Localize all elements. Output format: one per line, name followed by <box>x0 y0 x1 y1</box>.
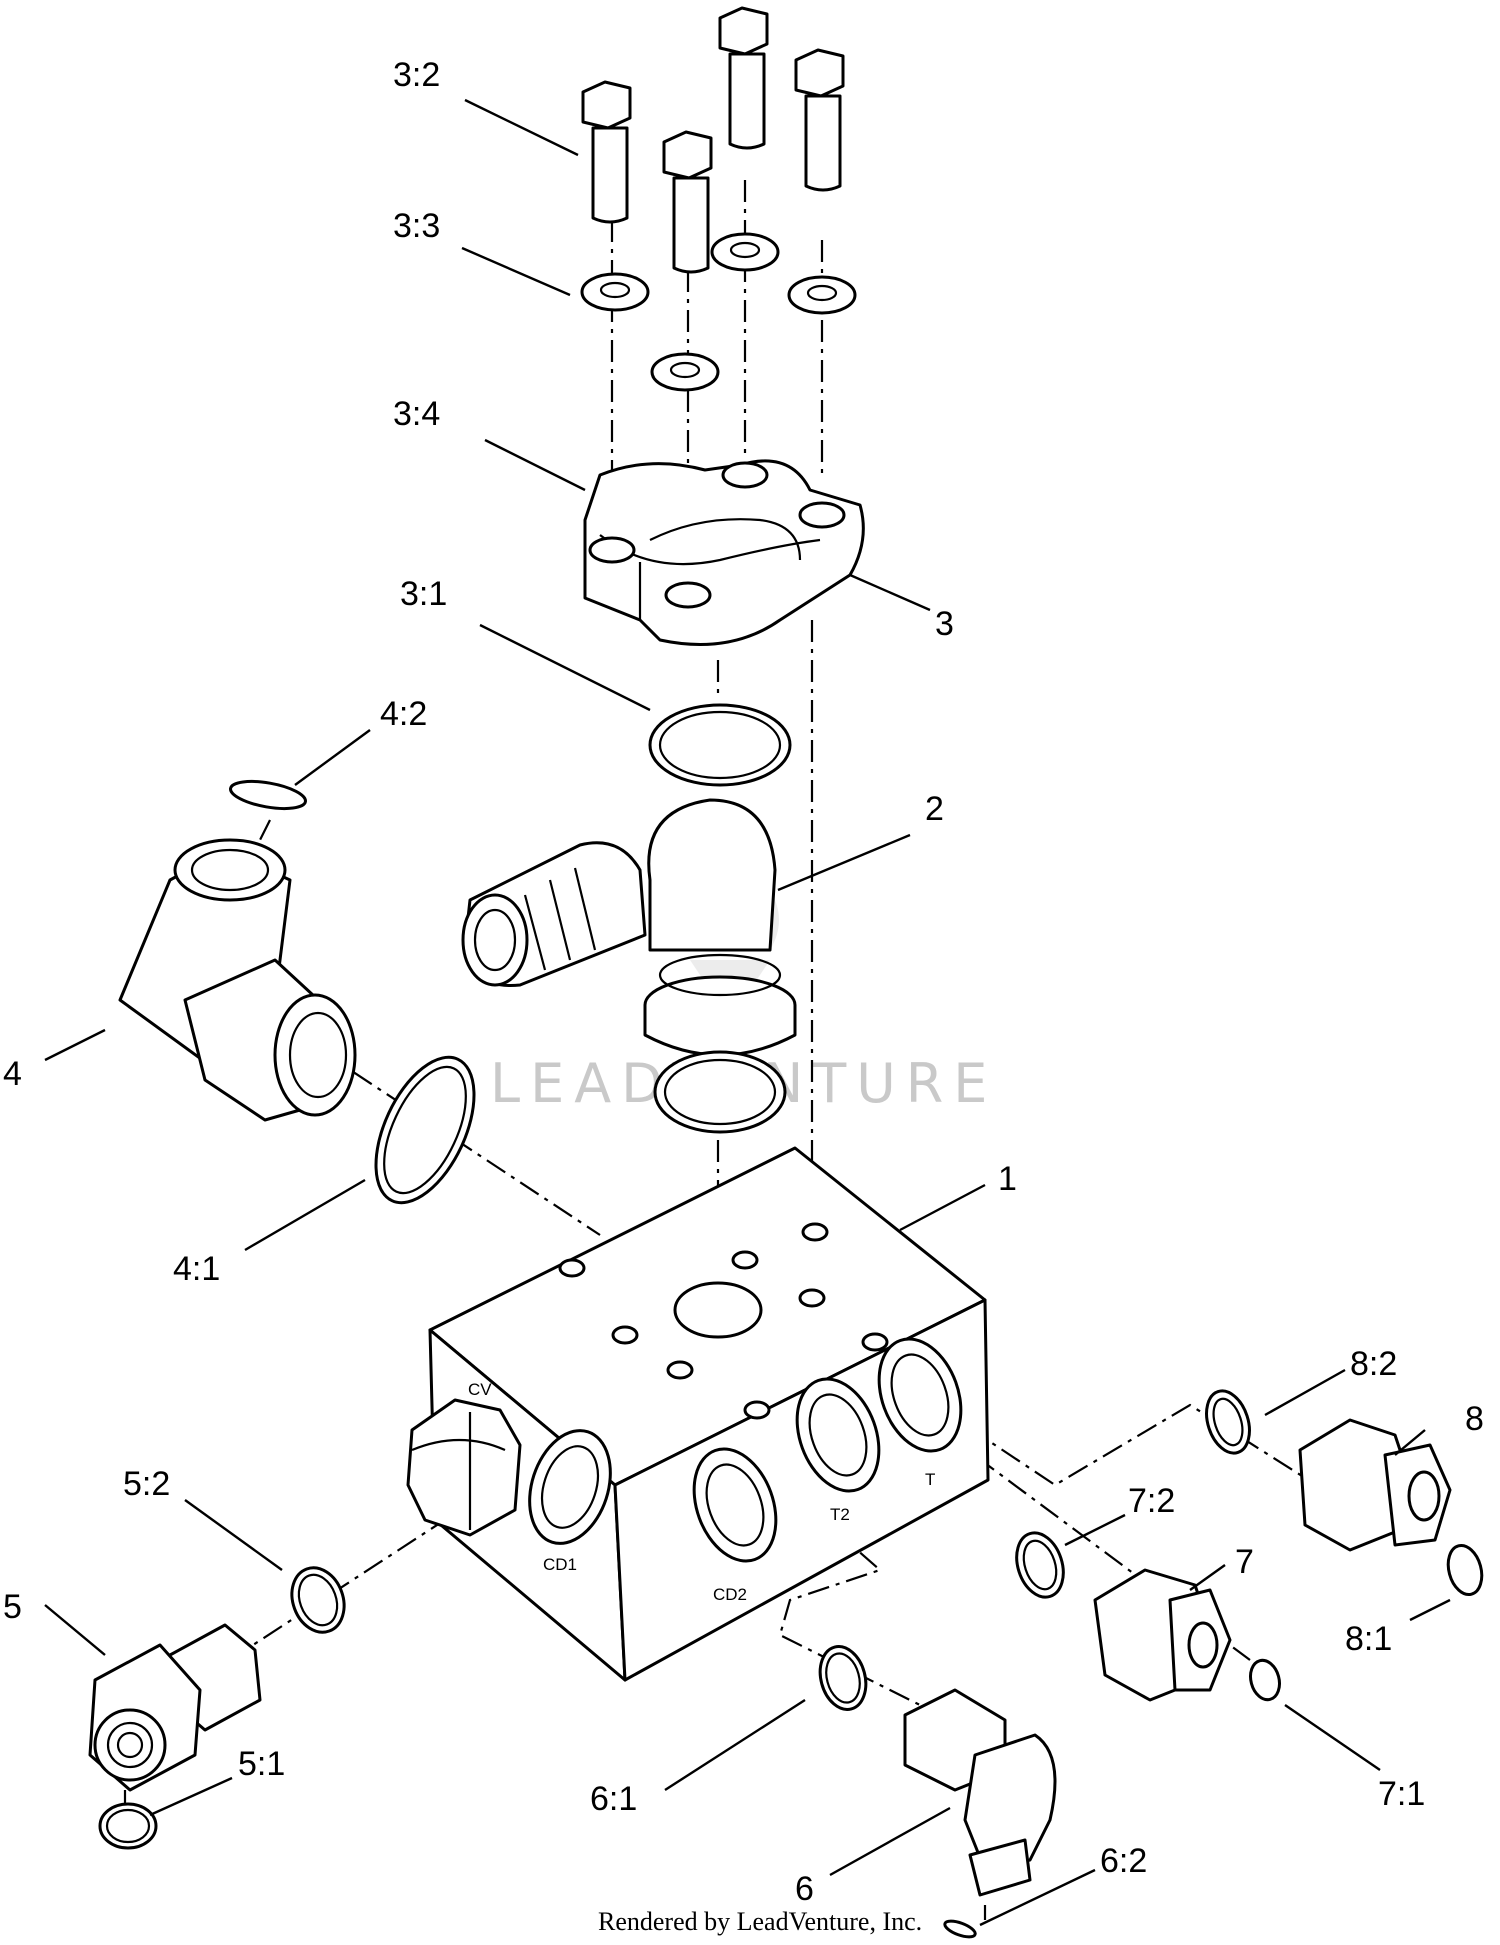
render-credit: Rendered by LeadVenture, Inc. <box>598 1907 922 1936</box>
callout-3-2: 3:2 <box>393 56 440 94</box>
o-ring-6-2 <box>943 1919 977 1939</box>
hex-plug <box>406 1398 522 1537</box>
bolt-2 <box>718 6 769 150</box>
straight-fitting-8 <box>1298 1418 1452 1552</box>
callout-7: 7 <box>1235 1543 1254 1581</box>
hose-barb-elbow <box>461 798 797 1057</box>
callout-6: 6 <box>795 1870 814 1908</box>
port-label-t2: T2 <box>830 1505 850 1524</box>
callout-4-1: 4:1 <box>173 1250 220 1288</box>
callout-4: 4 <box>3 1055 22 1093</box>
callout-1: 1 <box>998 1160 1017 1198</box>
o-ring-7-1 <box>1249 1658 1281 1702</box>
callout-7-2: 7:2 <box>1128 1482 1175 1520</box>
o-ring-7-2 <box>1015 1531 1065 1599</box>
lock-washer-group <box>580 232 857 392</box>
callout-6-1: 6:1 <box>590 1780 637 1818</box>
o-ring-4-1 <box>374 1055 476 1205</box>
flange-clamp <box>583 459 865 646</box>
callout-8-2: 8:2 <box>1350 1345 1397 1383</box>
callout-3-4: 3:4 <box>393 395 440 433</box>
callout-5-1: 5:1 <box>238 1745 285 1783</box>
elbow-fitting-6 <box>903 1688 1057 1897</box>
o-ring-5-1 <box>98 1802 158 1850</box>
callout-7-1: 7:1 <box>1378 1775 1425 1813</box>
lock-washer-3 <box>710 232 780 272</box>
straight-fitting-7 <box>1093 1568 1232 1702</box>
callout-3-3: 3:3 <box>393 207 440 245</box>
port-label-cd1: CD1 <box>543 1555 577 1574</box>
callout-3: 3 <box>935 605 954 643</box>
callout-5: 5 <box>3 1588 22 1626</box>
leader-lines <box>44 98 1451 1927</box>
callout-8: 8 <box>1465 1400 1484 1438</box>
callout-4-2: 4:2 <box>380 695 427 733</box>
bolt-group <box>581 6 845 274</box>
elbow-fitting-left <box>118 838 357 1122</box>
o-ring-8-1 <box>1446 1543 1484 1597</box>
bolt-4 <box>794 48 845 192</box>
lock-washer-1 <box>580 272 650 312</box>
port-label-cd2: CD2 <box>713 1585 747 1604</box>
elbow-fitting-5 <box>88 1623 262 1792</box>
callout-2: 2 <box>925 790 944 828</box>
port-label-t: T <box>925 1470 935 1489</box>
o-ring-5-2 <box>290 1566 346 1634</box>
callout-5-2: 5:2 <box>123 1465 170 1503</box>
port-label-cv: CV <box>468 1380 492 1399</box>
callout-8-1: 8:1 <box>1345 1620 1392 1658</box>
bolt-1 <box>581 80 632 224</box>
callout-3-1: 3:1 <box>400 575 447 613</box>
lock-washer-4 <box>787 275 857 315</box>
o-ring-4-2 <box>229 779 307 811</box>
o-ring-elbow <box>653 1050 787 1134</box>
o-ring-6-1 <box>818 1645 868 1711</box>
lock-washer-2 <box>650 352 720 392</box>
callout-6-2: 6:2 <box>1100 1842 1147 1880</box>
bolt-3 <box>662 130 713 274</box>
o-ring-flange <box>648 703 792 787</box>
manifold-block: CV CD1 CD2 T2 T <box>428 1146 990 1682</box>
callout-labels: 3:2 3:3 3:4 3 3:1 4:2 2 4 4:1 1 8:2 8 7:… <box>3 56 1484 1908</box>
o-ring-8-2 <box>1205 1389 1251 1455</box>
